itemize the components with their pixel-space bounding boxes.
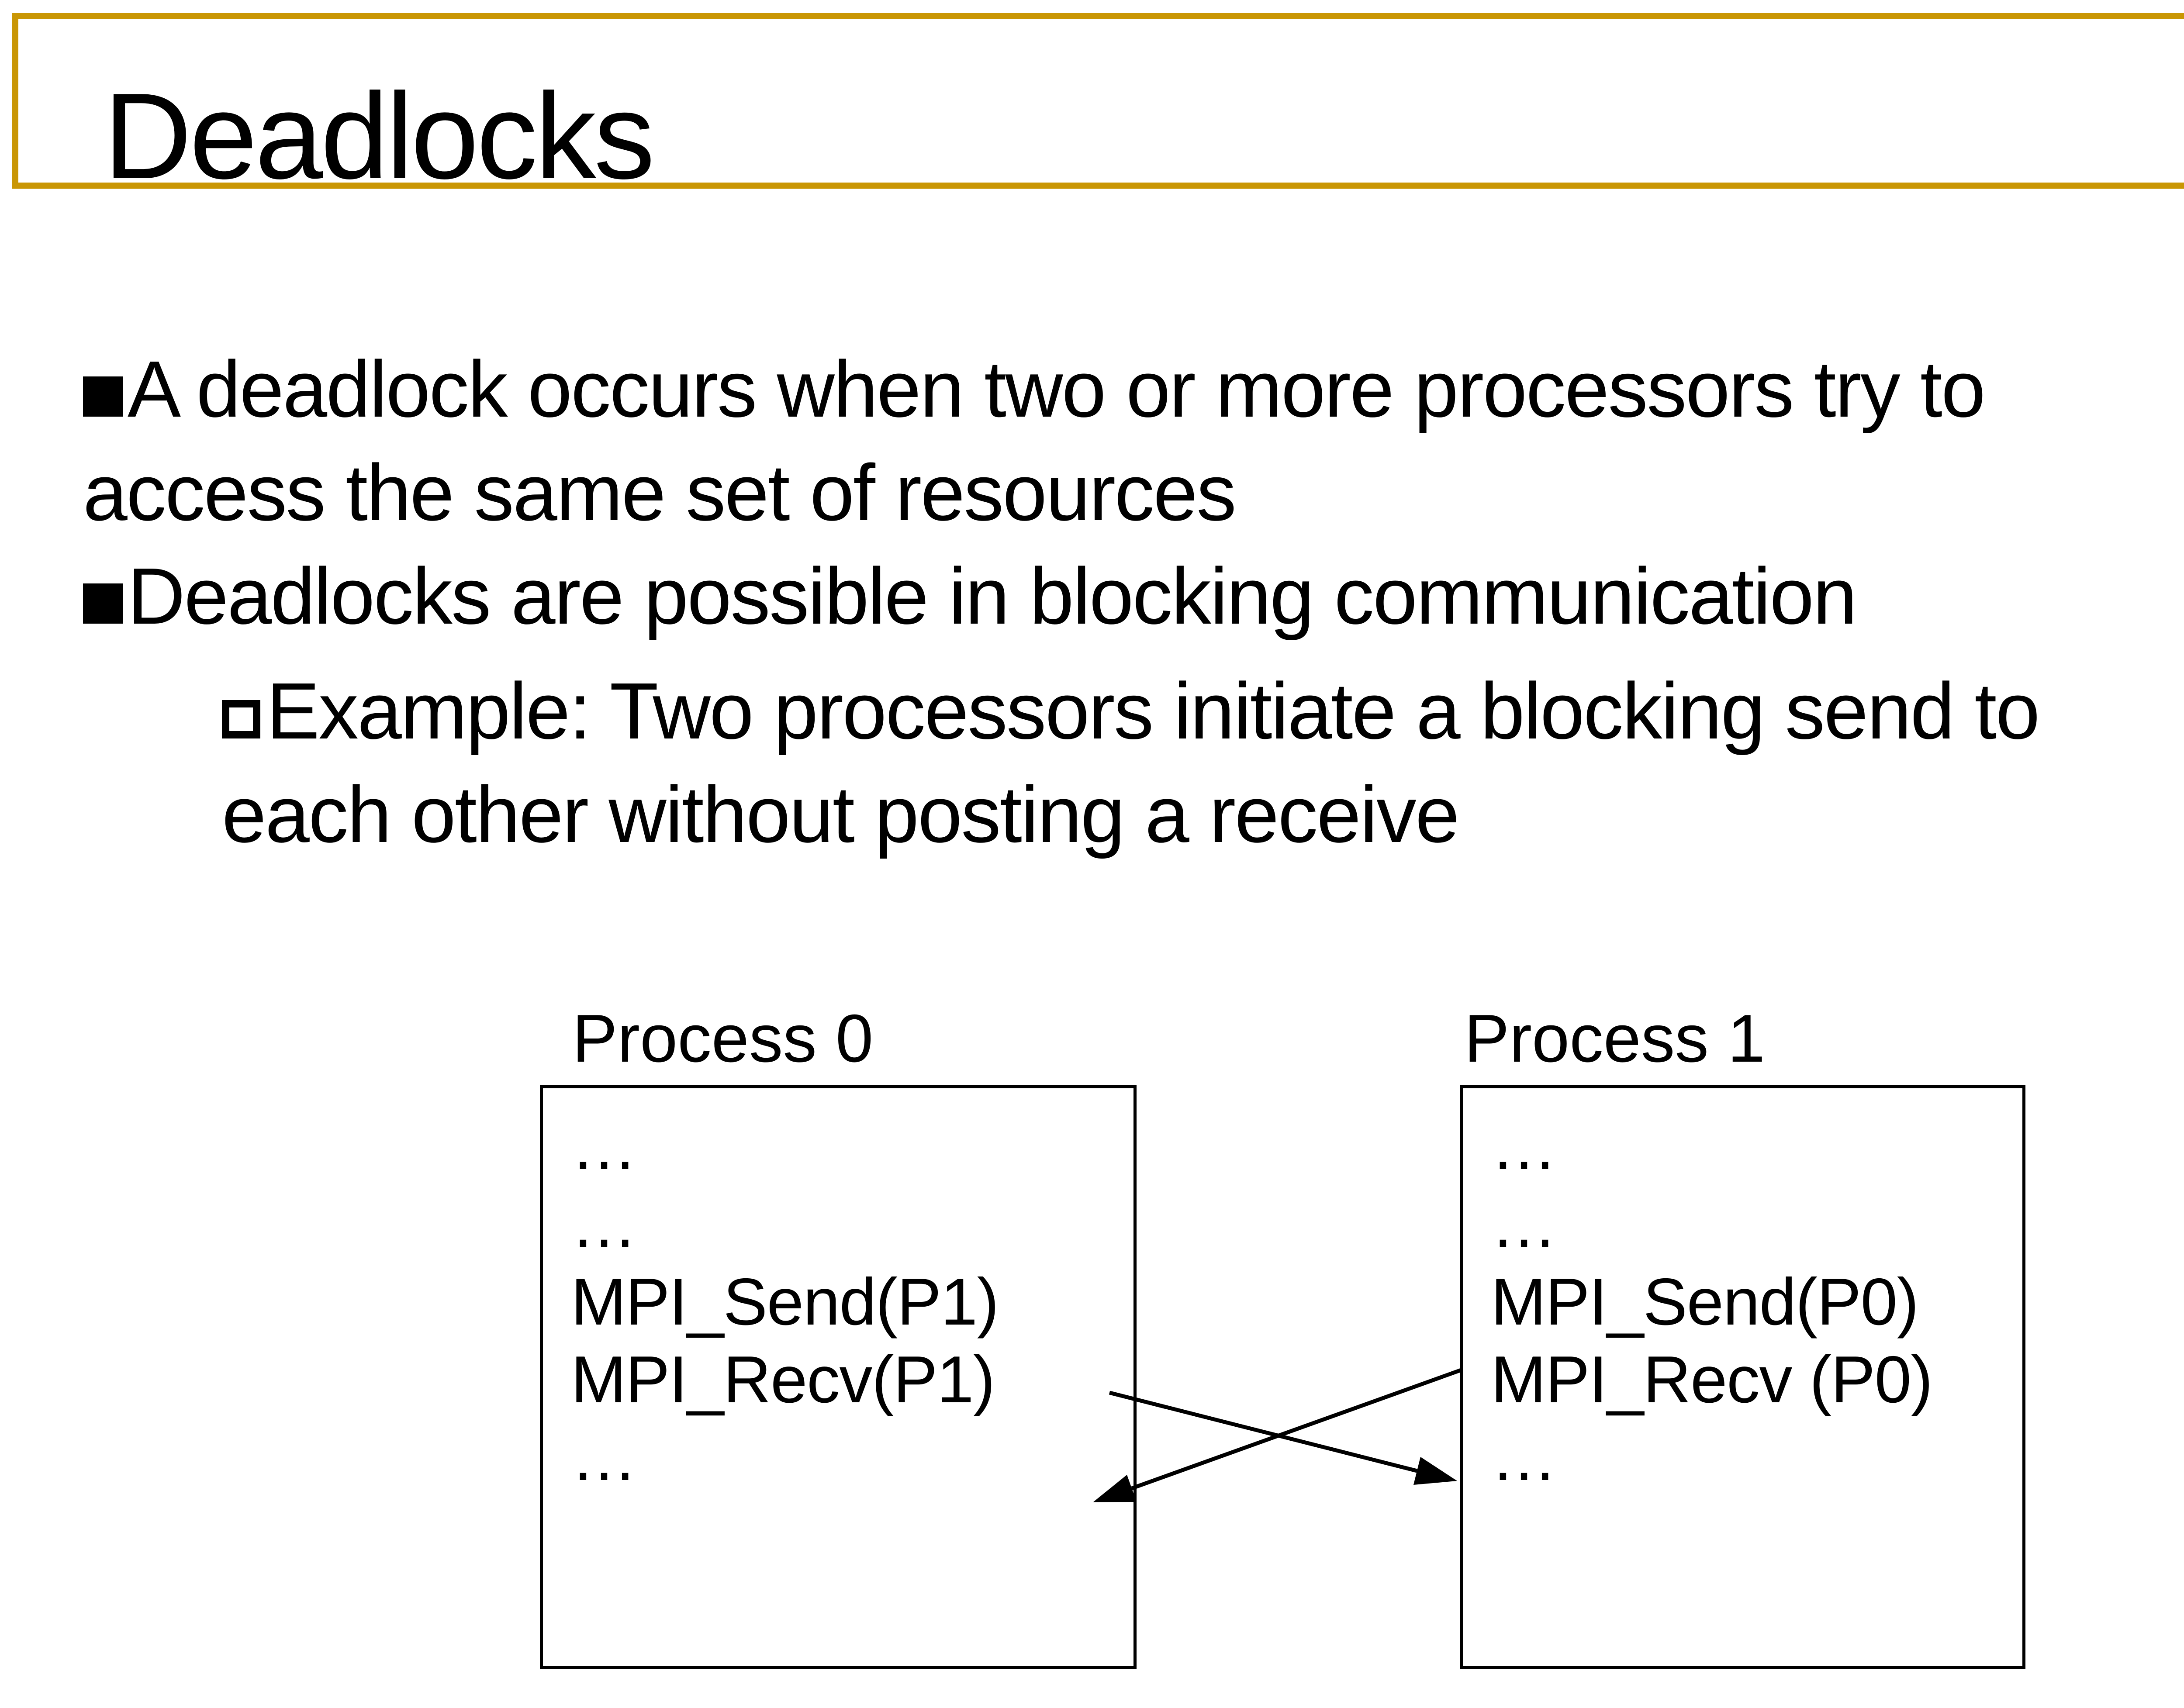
process-0-label: Process 0 (572, 1001, 874, 1076)
bullet-line: each other without posting a receive (222, 769, 1460, 859)
code-line: … (571, 1420, 637, 1494)
code-line: … (571, 1109, 637, 1184)
bullet-hollow-square-icon (222, 700, 260, 738)
code-line: MPI_Send(P0) (1491, 1265, 1919, 1339)
bullet-line: A deadlock occurs when two or more proce… (83, 337, 2184, 441)
bullet-line: Example: Two processors initiate a block… (222, 659, 2184, 763)
code-line: MPI_Recv(P1) (571, 1342, 995, 1417)
process-0-code: ……MPI_Send(P1)MPI_Recv(P1)… (571, 1108, 999, 1496)
code-line: MPI_Send(P1) (571, 1265, 999, 1339)
process-1-label: Process 1 (1464, 1001, 1766, 1076)
title-box: Deadlocks (12, 13, 2184, 197)
bullet-line: Deadlocks are possible in blocking commu… (83, 544, 2184, 648)
process-1-code: ……MPI_Send(P0)MPI_Recv (P0)… (1491, 1108, 1933, 1496)
page-title: Deadlocks (104, 68, 655, 204)
bullet-filled-square-icon (83, 583, 123, 624)
arrow-p0-to-p1-icon (1109, 1391, 1457, 1485)
code-line: MPI_Recv (P0) (1491, 1342, 1933, 1417)
code-line: … (1491, 1109, 1557, 1184)
code-line: … (1491, 1187, 1557, 1261)
code-line: … (1491, 1420, 1557, 1494)
bullet-line: access the same set of resources (83, 448, 1237, 537)
bullet-list: A deadlock occurs when two or more proce… (83, 337, 2184, 866)
bullet-filled-square-icon (83, 376, 123, 417)
code-line: … (571, 1187, 637, 1261)
arrow-p1-to-p0-icon (1093, 1367, 1463, 1502)
